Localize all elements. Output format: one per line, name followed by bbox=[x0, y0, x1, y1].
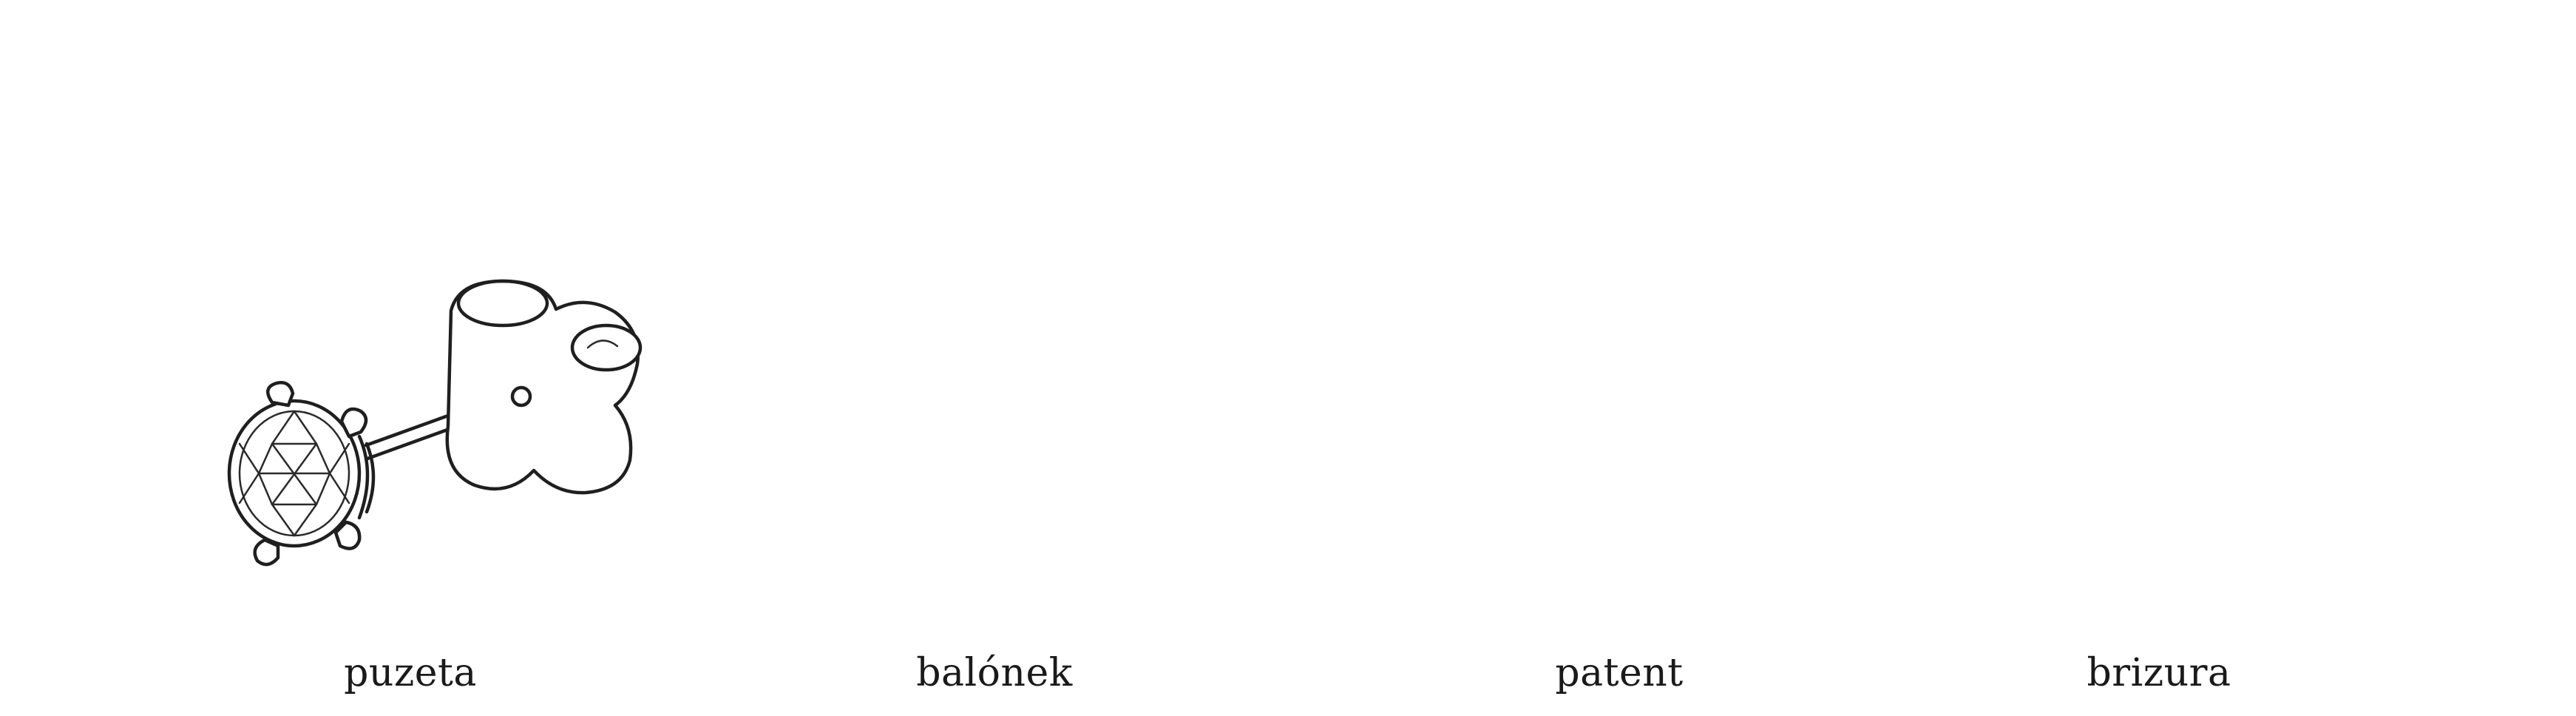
label-puzeta: puzeta bbox=[344, 651, 477, 695]
label-patent: patent bbox=[1555, 651, 1684, 695]
label-balonek: balónek bbox=[916, 651, 1073, 695]
stud-earring-push-back-icon bbox=[229, 279, 643, 564]
label-brizura: brizura bbox=[2087, 651, 2231, 695]
